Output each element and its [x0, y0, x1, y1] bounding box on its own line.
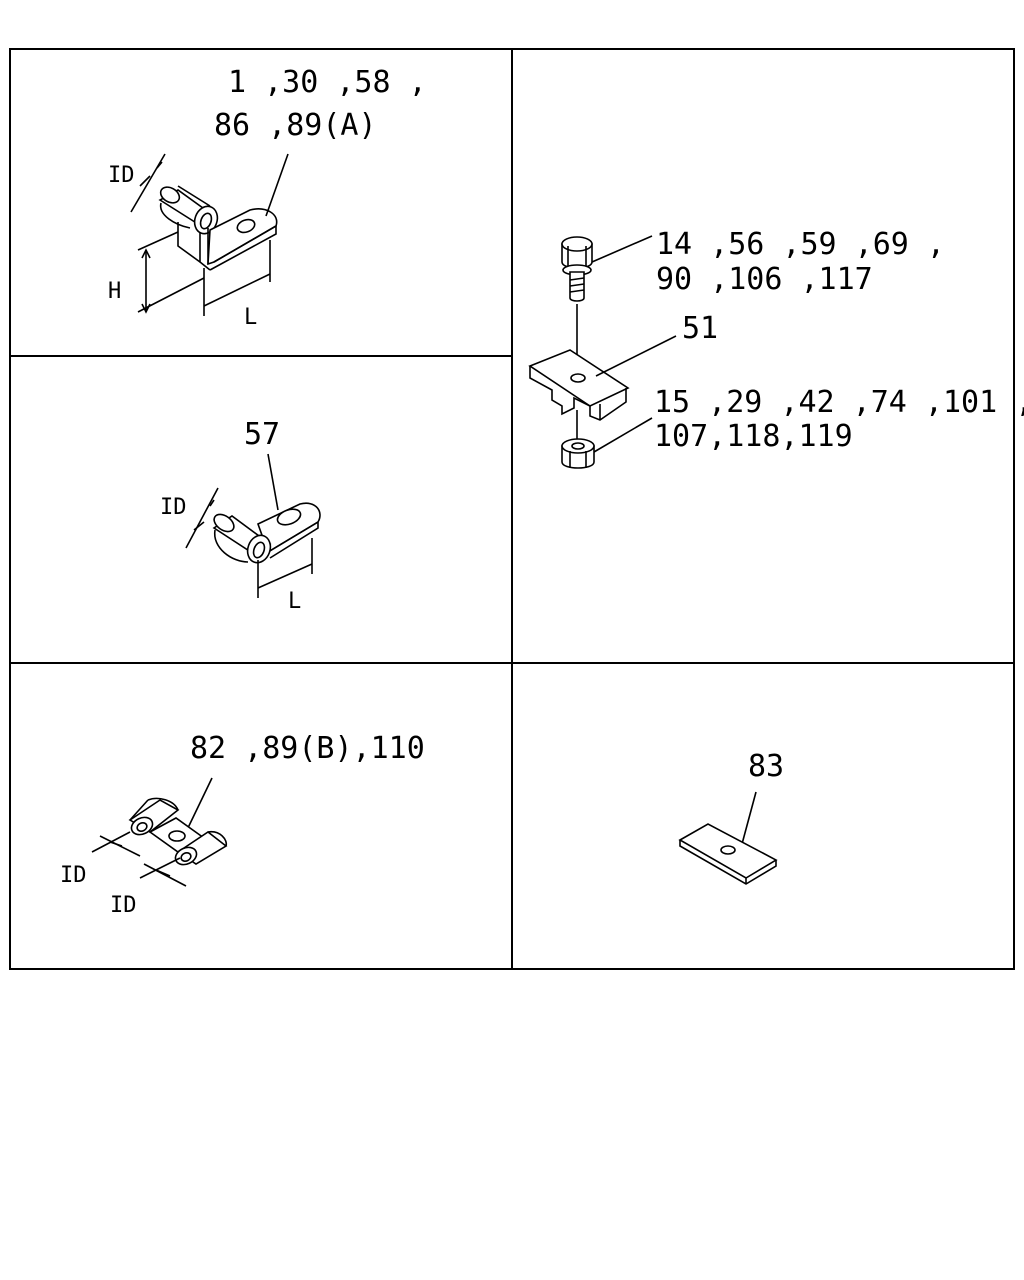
h-dimension: H: [108, 231, 205, 314]
id-label: ID: [160, 495, 187, 520]
nut-callout-line-2: 107,118,119: [654, 419, 853, 454]
callout-line-2: 86 ,89(A): [214, 108, 377, 143]
id-dimension: ID: [160, 487, 219, 549]
bolt-leader: [591, 235, 653, 263]
id-label: ID: [108, 163, 135, 188]
l-dimension: L: [203, 240, 271, 330]
callout-83: 83: [748, 749, 784, 784]
leader-line: [741, 791, 757, 845]
l-label: L: [244, 305, 257, 330]
nut-drawing: [561, 438, 595, 469]
callout-57: 57: [244, 417, 280, 452]
callout-line-1: 1 ,30 ,58 ,: [228, 65, 427, 100]
callout-double-clip: 82 ,89(B),110: [190, 731, 425, 766]
leader-line: [267, 453, 279, 511]
id-dimension: ID: [108, 153, 166, 213]
panel-bolt-assembly: 14 ,56 ,59 ,69 , 90 ,106 ,117 51 15 ,29 …: [528, 227, 1024, 469]
id-dimension-1: ID: [60, 831, 141, 888]
grid-frame: [9, 48, 1015, 970]
l-bracket-clip-drawing: [158, 185, 278, 271]
id-label-2: ID: [110, 893, 137, 918]
clip-57-drawing: [212, 502, 321, 564]
bolt-callout-line-1: 14 ,56 ,59 ,69 ,: [656, 227, 945, 262]
bolt-callout-line-2: 90 ,106 ,117: [656, 262, 873, 297]
l-dimension: L: [257, 538, 313, 614]
h-label: H: [108, 279, 121, 304]
bracket-drawing: [528, 349, 630, 421]
panel-clip-l-bracket: 1 ,30 ,58 , 86 ,89(A) ID: [108, 65, 427, 330]
nut-leader: [593, 417, 653, 453]
panel-double-clip: 82 ,89(B),110 ID: [60, 731, 425, 918]
bracket-leader: [595, 335, 677, 377]
id-label-1: ID: [60, 863, 87, 888]
double-clip-drawing: [128, 797, 228, 866]
plate-drawing: [678, 823, 778, 885]
l-label: L: [288, 589, 301, 614]
leader-line: [265, 153, 289, 217]
nut-callout-line-1: 15 ,29 ,42 ,74 ,101 ,: [654, 385, 1024, 420]
flange-bolt-drawing: [561, 236, 593, 302]
leader-line: [185, 777, 213, 833]
bracket-callout: 51: [682, 311, 718, 346]
id-dimension-2: ID: [110, 857, 187, 918]
panel-plate: 83: [678, 749, 784, 885]
panel-clip-57: 57 ID L: [160, 417, 321, 614]
